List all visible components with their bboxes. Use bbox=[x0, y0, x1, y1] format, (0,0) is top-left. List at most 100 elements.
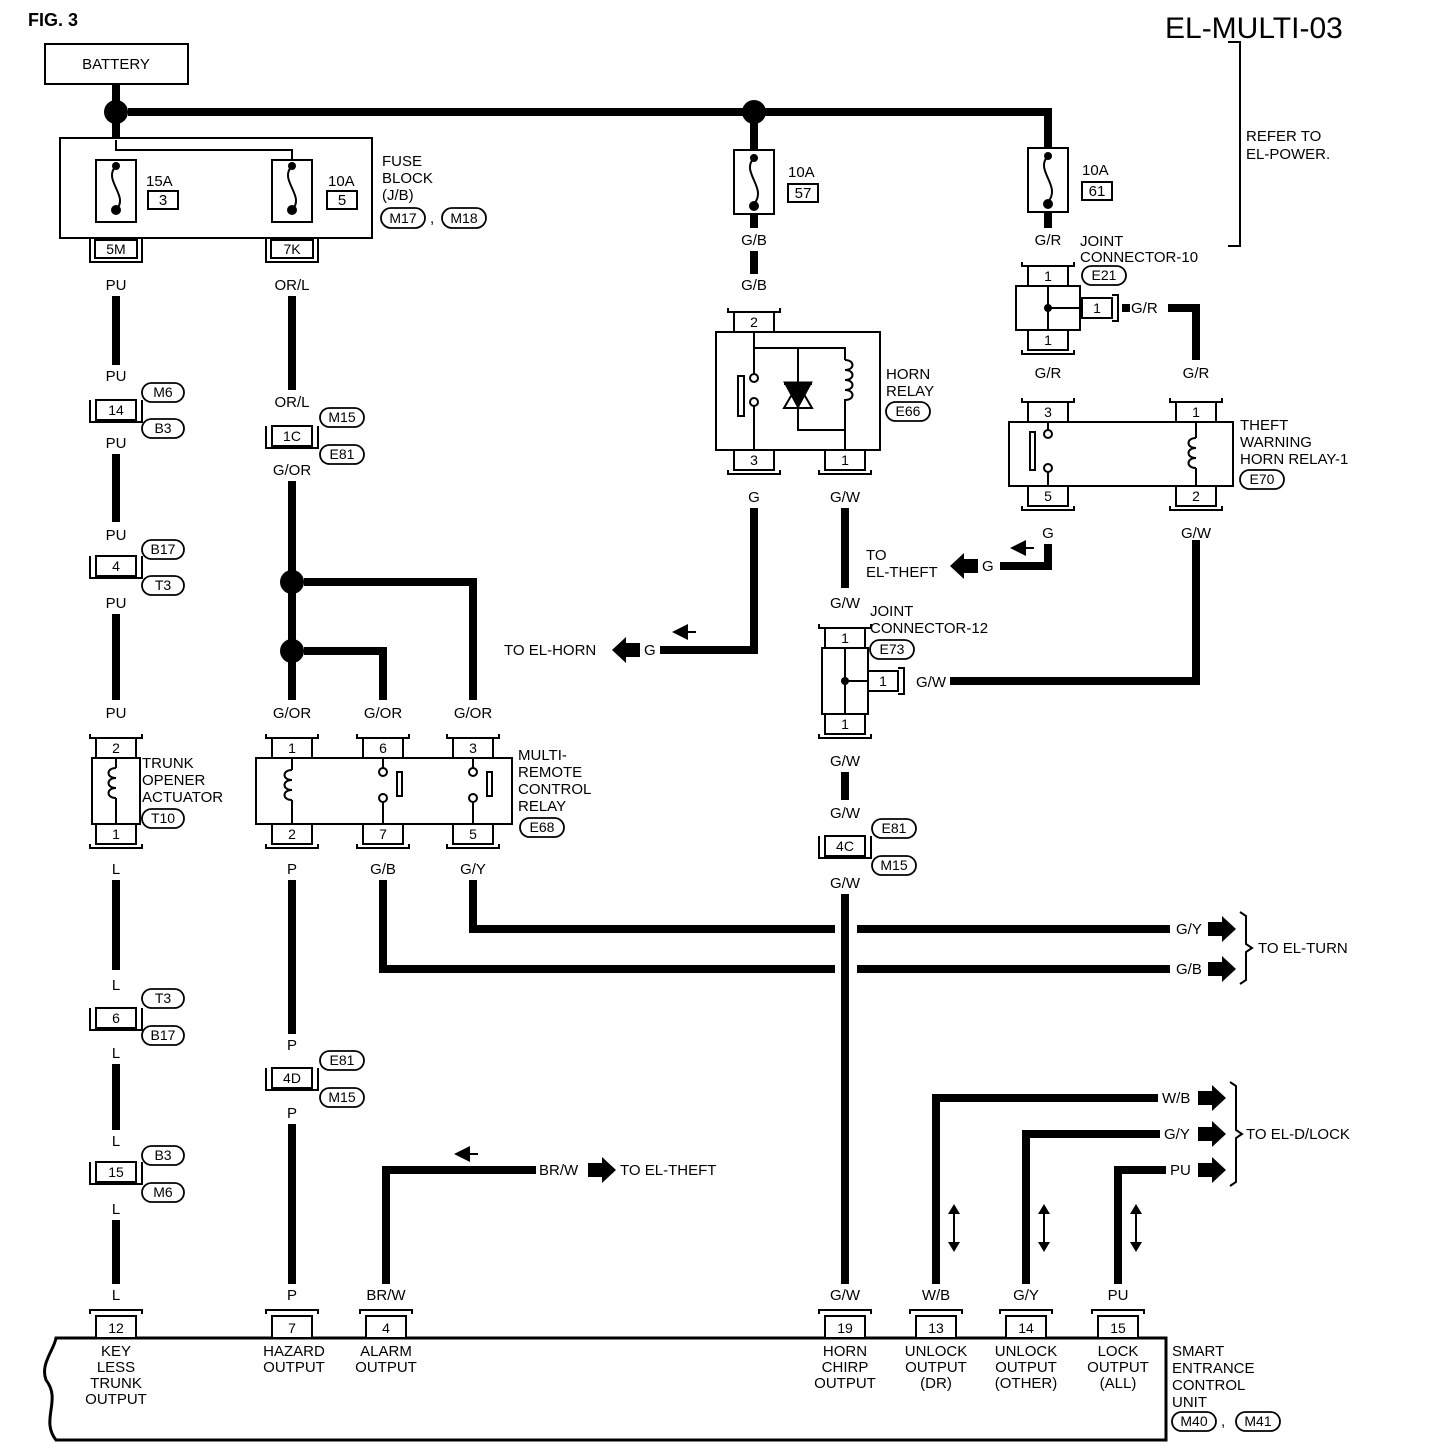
dest-el-dlock: TO EL-D/LOCK bbox=[1246, 1126, 1350, 1143]
theft-relay-label-1: THEFT bbox=[1240, 417, 1288, 434]
joint12-label-2: CONNECTOR-12 bbox=[870, 620, 988, 637]
figure-label: FIG. 3 bbox=[28, 10, 78, 30]
secu-connectors bbox=[89, 1309, 1145, 1339]
secu-hazard-2: OUTPUT bbox=[263, 1359, 325, 1376]
wire-label-gy-bottom: G/Y bbox=[1013, 1287, 1039, 1304]
wire-label-l-6: L bbox=[112, 1287, 120, 1304]
joint12-ref: E73 bbox=[880, 641, 905, 657]
wire-label-gy-dest: G/Y bbox=[1164, 1126, 1190, 1143]
wire-label-orl-2: OR/L bbox=[274, 394, 309, 411]
joint10-label-2: CONNECTOR-10 bbox=[1080, 249, 1198, 266]
wire-label-gy-mrcr: G/Y bbox=[460, 861, 486, 878]
connector-6-ref-top: T3 bbox=[155, 990, 172, 1006]
horn-relay bbox=[715, 308, 881, 475]
theft-relay-label-2: WARNING bbox=[1240, 434, 1312, 451]
joint-connector-10 bbox=[1015, 262, 1119, 355]
secu-unlock-dr-3: (DR) bbox=[920, 1375, 952, 1392]
secu-unlock-other-2: OUTPUT bbox=[995, 1359, 1057, 1376]
mrcr-ref: E68 bbox=[530, 819, 555, 835]
wire-label-pu-1: PU bbox=[106, 277, 127, 294]
wire-label-gor-4: G/OR bbox=[454, 705, 493, 722]
joint12-pin-side: 1 bbox=[879, 673, 887, 689]
secu-pin-7: 7 bbox=[288, 1320, 296, 1336]
secu-alarm-1: ALARM bbox=[360, 1343, 412, 1360]
horn-relay-pin-2: 2 bbox=[750, 314, 758, 330]
connector-6-ref-bot: B17 bbox=[151, 1027, 176, 1043]
wire-label-gw-joint12: G/W bbox=[916, 674, 947, 691]
fuse1-number: 3 bbox=[159, 192, 167, 209]
wire-label-gw-1: G/W bbox=[830, 489, 861, 506]
wire-label-brw-dest: BR/W bbox=[539, 1162, 579, 1179]
connector-14-ref-top: M6 bbox=[153, 384, 173, 400]
wire-label-p-3: P bbox=[287, 1105, 297, 1122]
mrcr-pin-5: 5 bbox=[469, 826, 477, 842]
trunk-pin-top: 2 bbox=[112, 740, 120, 756]
trunk-pin-bot: 1 bbox=[112, 826, 120, 842]
wire-label-p-2: P bbox=[287, 1037, 297, 1054]
connector-1c-pin: 1C bbox=[283, 428, 301, 444]
wire-label-gb-turn: G/B bbox=[1176, 961, 1202, 978]
wire-label-gor-2: G/OR bbox=[273, 705, 312, 722]
fuse1-rating: 15A bbox=[146, 173, 173, 190]
wire-label-gor-1: G/OR bbox=[273, 462, 312, 479]
secu-body bbox=[43, 1336, 1168, 1442]
theft-relay-ref: E70 bbox=[1250, 471, 1275, 487]
fuse-block-pin-5m: 5M bbox=[106, 241, 125, 257]
wire-label-pu-2: PU bbox=[106, 368, 127, 385]
wire-gy-dlock bbox=[1022, 1130, 1160, 1284]
wire-label-pu-3: PU bbox=[106, 435, 127, 452]
secu-keyless-2: LESS bbox=[97, 1359, 135, 1376]
wire-label-gr-side: G/R bbox=[1131, 300, 1158, 317]
wire-label-pu-bottom: PU bbox=[1108, 1287, 1129, 1304]
dest-el-theft-bottom: TO EL-THEFT bbox=[620, 1162, 716, 1179]
wire-g-to-horn bbox=[660, 508, 758, 654]
joint10-pin-top: 1 bbox=[1044, 268, 1052, 284]
mrcr-label-1: MULTI- bbox=[518, 747, 567, 764]
wire-label-gr-2: G/R bbox=[1035, 365, 1062, 382]
el-turn-bracket bbox=[1239, 911, 1254, 985]
fuse-15a bbox=[95, 159, 137, 223]
mrcr-label-3: CONTROL bbox=[518, 781, 591, 798]
wire-label-pu-6: PU bbox=[106, 705, 127, 722]
wire-label-pu-4: PU bbox=[106, 527, 127, 544]
secu-unlock-other-3: (OTHER) bbox=[995, 1375, 1058, 1392]
wire-label-l-1: L bbox=[112, 861, 120, 878]
trunk-label-1: TRUNK bbox=[142, 755, 194, 772]
theft-relay-label-3: HORN RELAY-1 bbox=[1240, 451, 1348, 468]
connector-4c bbox=[818, 835, 872, 859]
mrcr-pin-1: 1 bbox=[288, 740, 296, 756]
connector-4c-ref-top: E81 bbox=[882, 820, 907, 836]
fuse-block-label-2: BLOCK bbox=[382, 170, 433, 187]
connector-4-ref-top: B17 bbox=[151, 541, 176, 557]
joint10-ref: E21 bbox=[1092, 267, 1117, 283]
wire-gw-theft-to-joint12 bbox=[950, 540, 1200, 685]
mrcr-pin-6: 6 bbox=[379, 740, 387, 756]
arrow-el-horn bbox=[612, 637, 640, 663]
wire-wb-dlock bbox=[932, 1094, 1158, 1284]
wire-label-wb: W/B bbox=[922, 1287, 950, 1304]
connector-4c-ref-bot: M15 bbox=[880, 857, 907, 873]
fuse-block-label-3: (J/B) bbox=[382, 187, 414, 204]
wire-label-orl-1: OR/L bbox=[274, 277, 309, 294]
wire-label-wb-dest: W/B bbox=[1162, 1090, 1190, 1107]
secu-lock-all-2: OUTPUT bbox=[1087, 1359, 1149, 1376]
joint10-pin-bot: 1 bbox=[1044, 332, 1052, 348]
wire-label-pu-dest: PU bbox=[1170, 1162, 1191, 1179]
arrow-gy-dlock bbox=[1198, 1121, 1226, 1147]
mrcr-pin-7: 7 bbox=[379, 826, 387, 842]
arrow-el-theft-bottom bbox=[588, 1157, 616, 1183]
trunk-opener-actuator bbox=[89, 734, 143, 849]
mrcr-pin-3: 3 bbox=[469, 740, 477, 756]
mrcr-label-2: REMOTE bbox=[518, 764, 582, 781]
joint-connector-12 bbox=[818, 624, 905, 739]
svg-text:,: , bbox=[430, 210, 434, 227]
bidirectional-arrows bbox=[948, 1204, 1142, 1252]
secu-ref-2: M41 bbox=[1244, 1413, 1271, 1429]
connector-15-pin: 15 bbox=[108, 1164, 124, 1180]
arrow-gb-turn bbox=[1208, 956, 1236, 982]
fuse57-number: 57 bbox=[795, 185, 812, 202]
horn-relay-label-2: RELAY bbox=[886, 383, 934, 400]
refer-bracket bbox=[1228, 41, 1241, 247]
wire-brw bbox=[382, 1166, 536, 1284]
